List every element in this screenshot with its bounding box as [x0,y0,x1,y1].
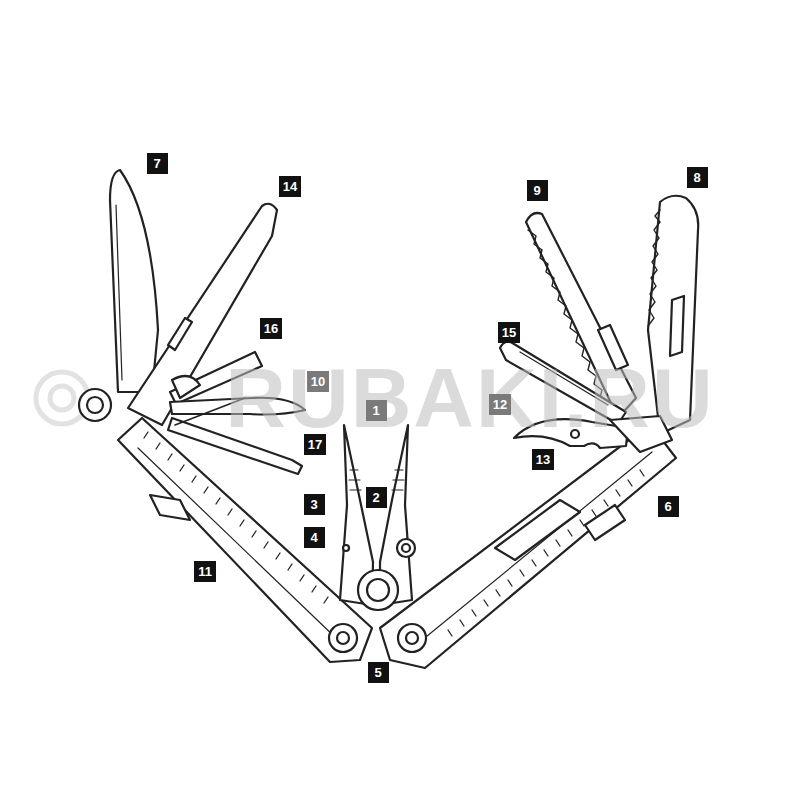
callout-number: 14 [279,176,301,197]
callout-number: 4 [304,527,325,548]
callout-number: 9 [527,180,548,201]
callout-number: 12 [489,394,511,415]
straight-blade [110,170,158,392]
callout-number: 17 [304,434,326,455]
callout-number: 15 [498,322,520,343]
callout-number: 1 [366,400,387,421]
callout-number: 16 [260,318,282,339]
callout-number: 5 [368,662,389,683]
plier-pivot [358,570,398,610]
callout-number: 3 [304,494,325,515]
callout-number: 13 [532,449,554,470]
callout-number: 8 [687,167,708,188]
left-handle [118,418,372,662]
watermark: RUBAKI.RU [225,350,714,447]
callout-number: 7 [147,153,168,174]
lanyard-ring [79,389,111,421]
callout-number: 11 [194,561,216,582]
handle-pivot [329,624,357,652]
callout-number: 2 [366,487,387,508]
handle-pivot [398,624,426,652]
callout-number: 10 [307,371,329,392]
right-handle [380,424,676,668]
callout-number: 6 [658,496,679,517]
